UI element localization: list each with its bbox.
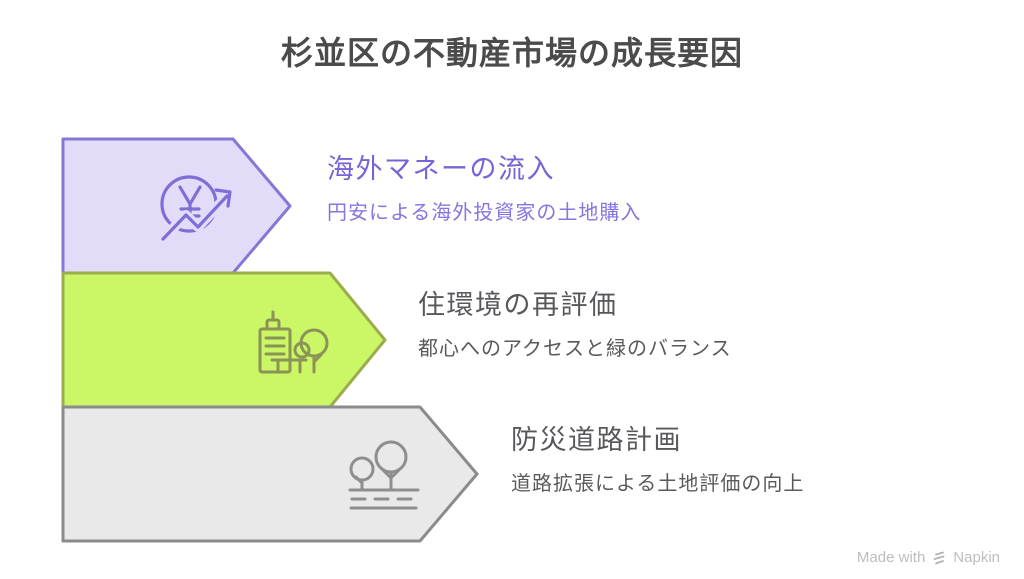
trend-arrow-line <box>161 188 232 241</box>
item-3-text: 防災道路計画 道路拡張による土地評価の向上 <box>511 424 804 496</box>
item-2-heading: 住環境の再評価 <box>418 290 618 320</box>
item-1-heading: 海外マネーの流入 <box>327 154 555 184</box>
item-1-text: 海外マネーの流入 円安による海外投資家の土地購入 <box>327 153 641 225</box>
page-title: 杉並区の不動産市場の成長要因 <box>280 35 743 71</box>
watermark[interactable]: Made with Napkin <box>857 549 1000 566</box>
watermark-brand: Napkin <box>953 549 1000 566</box>
napkin-logo-icon <box>933 551 945 564</box>
item-1-subtitle: 円安による海外投資家の土地購入 <box>327 202 642 224</box>
item-2-subtitle: 都心へのアクセスと緑のバランス <box>418 338 732 360</box>
item-3-heading: 防災道路計画 <box>511 425 682 455</box>
arrow-shape-2 <box>61 271 387 409</box>
watermark-prefix: Made with <box>856 549 926 566</box>
building-tree-icon <box>258 310 329 374</box>
arrow-shape-1 <box>61 137 292 275</box>
item-2-text: 住環境の再評価 都心へのアクセスと緑のバランス <box>418 289 732 361</box>
trees-ground-icon <box>348 440 420 510</box>
item-3-subtitle: 道路拡張による土地評価の向上 <box>511 473 805 495</box>
arrow-shape-3 <box>61 405 479 543</box>
